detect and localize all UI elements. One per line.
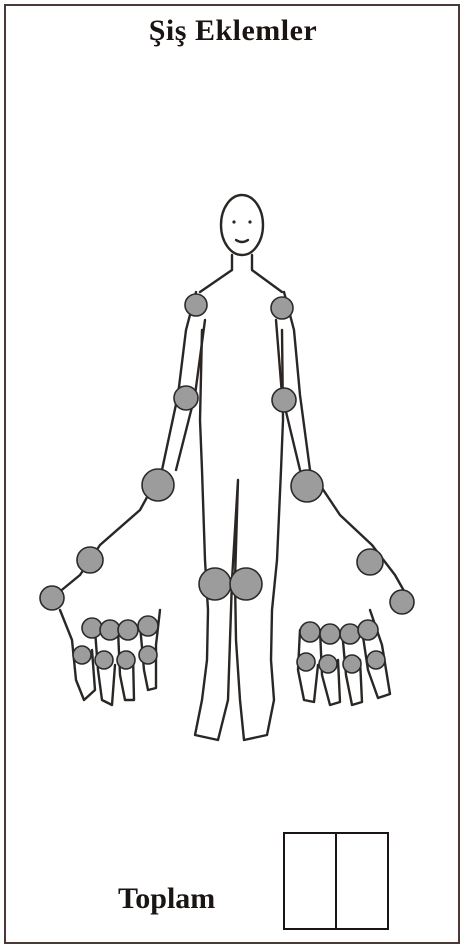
joint-left-mcp-5 — [138, 616, 158, 636]
joint-right-mcp-4 — [340, 624, 360, 644]
joint-left-thumb-mcp — [77, 547, 103, 573]
joint-left-mcp-3 — [100, 620, 120, 640]
joint-left-knee — [199, 568, 231, 600]
joint-left-pip-2 — [73, 646, 91, 664]
joint-left-shoulder — [185, 294, 207, 316]
joint-right-mcp-2 — [300, 622, 320, 642]
right-eye-icon — [248, 220, 251, 223]
joint-right-thumb-mcp — [357, 549, 383, 575]
total-label: Toplam — [118, 882, 215, 916]
joint-right-pip-3 — [319, 655, 337, 673]
joint-left-elbow — [174, 386, 198, 410]
body-figure — [0, 160, 466, 760]
head-outline — [221, 195, 263, 255]
joint-left-pip-4 — [117, 651, 135, 669]
left-eye-icon — [232, 220, 235, 223]
right-arm-outline — [276, 292, 408, 598]
page-title: Şiş Eklemler — [0, 14, 466, 48]
mouth-icon — [236, 240, 248, 242]
body-outline — [195, 255, 283, 740]
joint-right-mcp-3 — [320, 624, 340, 644]
joint-right-mcp-5 — [358, 620, 378, 640]
total-score-box — [283, 832, 389, 930]
total-score-cell-2[interactable] — [337, 834, 387, 928]
left-arm-outline — [52, 292, 205, 598]
joint-right-pip-2 — [297, 653, 315, 671]
joint-right-thumb-ip — [390, 590, 414, 614]
joint-right-pip-5 — [367, 651, 385, 669]
joint-right-knee — [230, 568, 262, 600]
joint-left-pip-5 — [139, 646, 157, 664]
joint-right-elbow — [272, 388, 296, 412]
joint-left-mcp-2 — [82, 618, 102, 638]
joint-left-pip-3 — [95, 651, 113, 669]
total-score-cell-1[interactable] — [285, 834, 337, 928]
joint-left-wrist — [142, 469, 174, 501]
joint-right-wrist — [291, 470, 323, 502]
joint-right-shoulder — [271, 297, 293, 319]
joint-left-mcp-4 — [118, 620, 138, 640]
joint-left-thumb-ip — [40, 586, 64, 610]
joint-right-pip-4 — [343, 655, 361, 673]
